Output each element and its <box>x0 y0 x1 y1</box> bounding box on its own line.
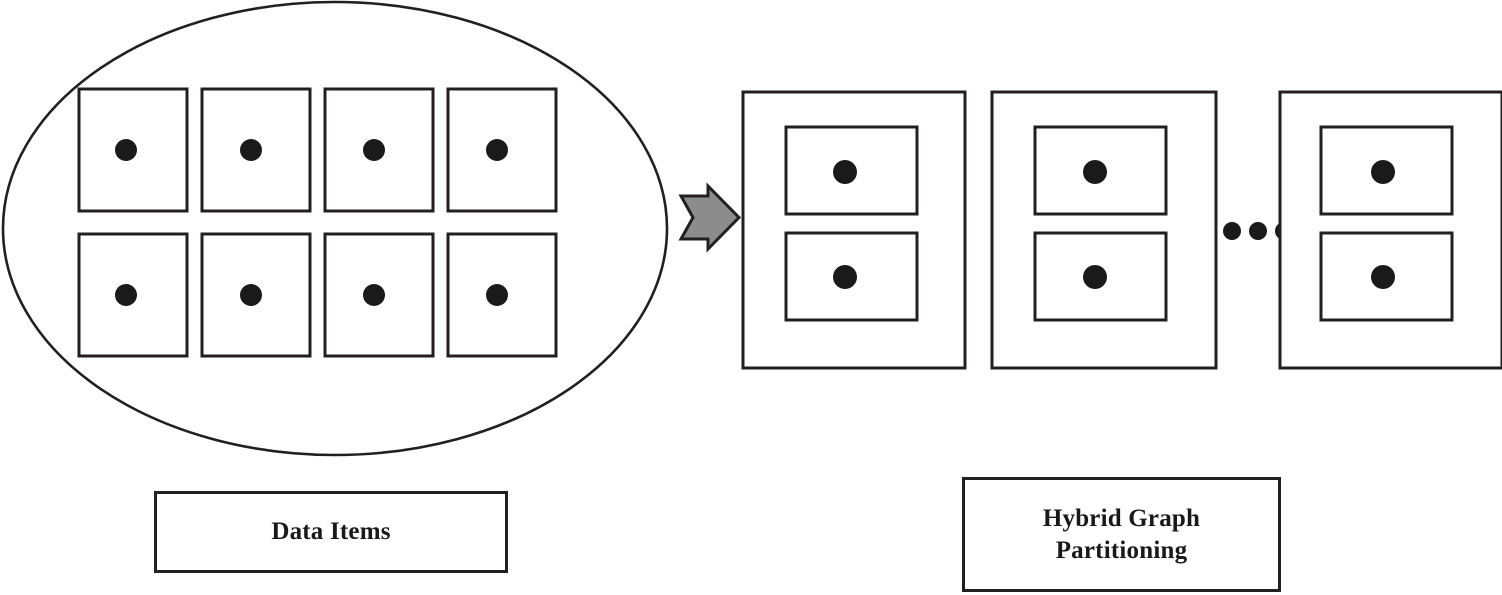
data-item-7 <box>323 232 435 358</box>
data-item-dot-icon <box>363 284 385 306</box>
partition-node-dot-icon <box>1083 160 1107 184</box>
process-arrow <box>678 182 742 253</box>
partition-2 <box>990 90 1218 370</box>
data-item-6 <box>200 232 312 358</box>
data-item-dot-icon <box>363 139 385 161</box>
data-item-1 <box>77 87 189 213</box>
partition-1-node-2 <box>784 231 919 322</box>
data-item-dot-icon <box>486 139 508 161</box>
data-item-8 <box>446 232 558 358</box>
data-item-4 <box>446 87 558 213</box>
hybrid-graph-partitioning-label-text: Hybrid Graph Partitioning <box>1043 503 1200 567</box>
data-item-dot-icon <box>115 284 137 306</box>
partition-3-node-1 <box>1319 125 1454 216</box>
data-item-3 <box>323 87 435 213</box>
data-item-box <box>200 87 312 213</box>
partition-2-node-1 <box>1033 125 1168 216</box>
ellipsis-dot-icon <box>1249 222 1267 240</box>
data-items-label: Data Items <box>154 491 508 573</box>
data-item-2 <box>200 87 312 213</box>
partition-node-dot-icon <box>1371 160 1395 184</box>
partition-3 <box>1278 90 1502 370</box>
hybrid-graph-partitioning-label: Hybrid Graph Partitioning <box>962 477 1281 592</box>
block-arrow-right-icon <box>678 182 742 253</box>
data-item-box <box>446 87 558 213</box>
partition-node-dot-icon <box>833 160 857 184</box>
data-item-dot-icon <box>115 139 137 161</box>
data-items-label-text: Data Items <box>271 518 391 545</box>
label-line-2: Partitioning <box>1055 536 1188 564</box>
data-items-group <box>1 0 669 457</box>
data-item-dot-icon <box>240 284 262 306</box>
partition-node-dot-icon <box>1083 265 1107 289</box>
partition-1 <box>741 90 967 370</box>
partition-node-dot-icon <box>1371 265 1395 289</box>
data-item-5 <box>77 232 189 358</box>
data-item-dot-icon <box>486 284 508 306</box>
partition-1-node-1 <box>784 125 919 216</box>
partition-3-node-2 <box>1319 231 1454 322</box>
ellipsis-dot-icon <box>1223 222 1241 240</box>
partition-2-node-2 <box>1033 231 1168 322</box>
partitions-group <box>741 90 1502 370</box>
data-item-dot-icon <box>240 139 262 161</box>
label-line-1: Hybrid Graph <box>1042 504 1201 532</box>
data-items-ellipse <box>1 0 669 457</box>
partition-node-dot-icon <box>833 265 857 289</box>
